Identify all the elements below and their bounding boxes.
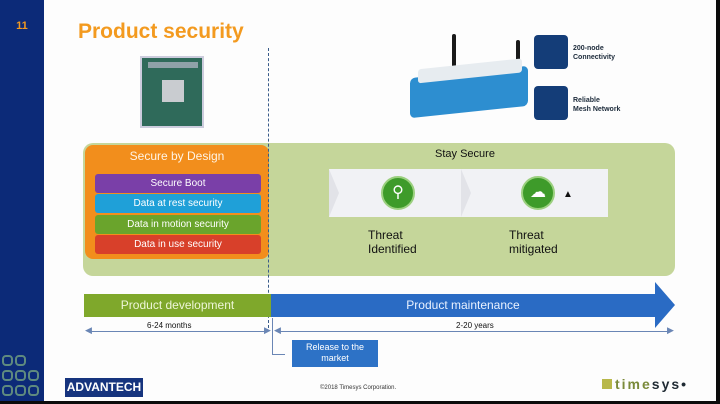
motherboard-image: [140, 56, 204, 128]
data-in-use-bar: Data in use security: [95, 235, 261, 254]
arrow-right-icon: ▶: [667, 325, 674, 335]
step-line1: Threat: [368, 228, 403, 242]
development-range-line: [88, 331, 268, 332]
maintenance-duration: 2-20 years: [456, 321, 494, 330]
maintenance-range-line: [278, 331, 670, 332]
feature-label-line2: Connectivity: [573, 54, 616, 61]
threat-identified-icon: ⚲: [381, 176, 415, 210]
arrow-left-icon: ◀: [274, 325, 281, 335]
feature-label-line2: Mesh Network: [573, 106, 621, 113]
copyright-text: ©2018 Timesys Corporation.: [320, 385, 397, 391]
maintenance-arrow-head-icon: [655, 282, 675, 328]
arrow-right-icon: ▶: [264, 325, 271, 335]
threat-identified-label: Threat Identified: [368, 228, 417, 256]
page-title: Product security: [78, 20, 244, 43]
timesys-mark-icon: [602, 379, 612, 389]
chevron-icon: [461, 169, 471, 217]
chevron-icon: [329, 169, 339, 217]
connectivity-icon: [534, 35, 568, 69]
feature-label-mesh: Reliable Mesh Network: [573, 96, 620, 114]
release-divider-line: [268, 48, 269, 328]
advantech-logo: ADVANTECH: [65, 378, 143, 397]
slide-number: 11: [16, 20, 28, 32]
mesh-network-icon: [534, 86, 568, 120]
threat-process-strip: ⚲ ☁: [329, 169, 608, 217]
arrow-left-icon: ◀: [85, 325, 92, 335]
step-line1: Threat: [509, 228, 544, 242]
step-line2: Identified: [368, 242, 417, 256]
feature-label-line1: Reliable: [573, 97, 600, 104]
threat-mitigated-icon: ☁: [521, 176, 555, 210]
feature-label-connectivity: 200-node Connectivity: [573, 44, 615, 62]
threat-mitigated-label: Threat mitigated: [509, 228, 558, 256]
secure-by-design-title: Secure by Design: [129, 149, 225, 163]
timesys-logo-part1: time: [615, 376, 652, 392]
mouse-cursor-icon: ▲: [563, 189, 573, 200]
stay-secure-title: Stay Secure: [435, 148, 495, 160]
release-line1: Release to the: [305, 342, 365, 352]
secure-boot-bar: Secure Boot: [95, 174, 261, 193]
secure-by-design-panel: Secure by Design Secure Boot Data at res…: [85, 145, 269, 259]
release-to-market-box: Release to the market: [292, 340, 378, 367]
slide-sidebar: 11: [0, 0, 44, 401]
development-duration: 6-24 months: [147, 321, 192, 330]
timesys-logo-dot: •: [681, 376, 689, 392]
data-at-rest-bar: Data at rest security: [95, 194, 261, 213]
product-development-bar: Product development: [84, 294, 271, 317]
step-line2: mitigated: [509, 242, 558, 256]
product-maintenance-bar: Product maintenance: [271, 294, 655, 317]
feature-label-line1: 200-node: [573, 45, 604, 52]
release-connector-line: [272, 318, 285, 355]
release-line2: market: [321, 353, 349, 363]
timesys-logo-part2: sys: [651, 376, 682, 392]
data-in-motion-bar: Data in motion security: [95, 215, 261, 234]
timesys-logo: timesys•: [602, 376, 688, 392]
